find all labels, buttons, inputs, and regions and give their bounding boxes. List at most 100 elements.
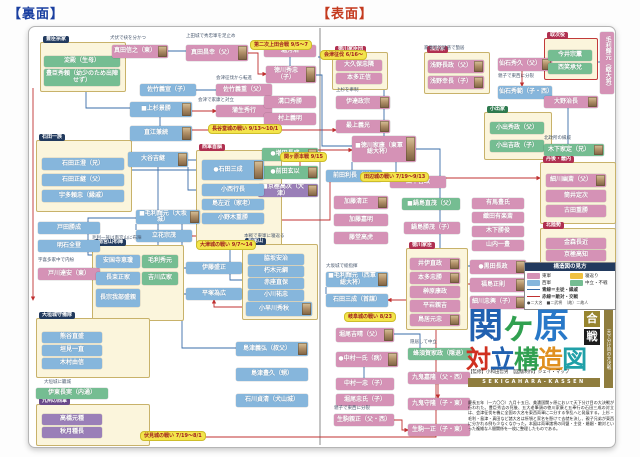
person-name: 堀尾吉晴（父） (338, 330, 381, 338)
person-name: 小早川秀秋 (258, 304, 289, 312)
person-name: 石田正継（父） (61, 175, 104, 183)
person-name: 朽木元綱 (263, 267, 288, 275)
person-name: ●中村一氏（病） (338, 355, 386, 363)
person-box: 石田正継（父） (42, 174, 124, 186)
person-box: 石田三成（首謀） (326, 294, 388, 307)
title-char: 原 (534, 307, 569, 347)
person-name: 筒井定次 (563, 191, 588, 199)
person-box: 石川貞清（犬山城） (236, 394, 308, 407)
person-name: ■毛利輝元（西軍総大将） (328, 272, 376, 286)
legend-items: 東軍寝返り西軍中立・不戦青線＝主従・縁戚赤線＝敵対・交戦 (525, 271, 615, 300)
portrait-thumb (450, 273, 459, 283)
person-box: 平塚為広 (186, 288, 242, 300)
person-box: ●前田玄以 (262, 166, 318, 179)
annotation-note: 親子で東西に分裂 (334, 406, 370, 411)
person-box: 井伊直政 (410, 258, 460, 270)
person-name: 戸川達安（東） (47, 269, 90, 277)
battle-ribbon: 会津征伐 6/16〜 (320, 50, 368, 60)
legend-label: 中立・不戦 (585, 280, 608, 286)
person-box: 熊谷直盛 (42, 332, 102, 343)
person-name: 熊谷直盛 (59, 333, 84, 341)
faction-group-tab: 徳川家臣 (409, 242, 436, 249)
legend-item: 中立・不戦 (570, 279, 613, 286)
person-name: 今井宗薫 (557, 51, 582, 59)
person-box: 山内一豊 (472, 240, 524, 251)
person-name: 京極高知 (563, 251, 588, 259)
legend-item: 寝返り (570, 272, 613, 279)
person-name: 直江兼続 (143, 129, 168, 137)
kassen-badge: 合 (584, 311, 600, 327)
person-name: 西笑承兌 (557, 64, 582, 72)
person-box: 中村一忠（子） (336, 378, 394, 390)
legend-item: 東軍 (527, 272, 570, 279)
person-box: 最上義光 (336, 120, 390, 133)
person-box: 小川祐忠 (248, 290, 304, 301)
person-box: 徳川秀忠（子） (266, 66, 316, 83)
portrait-thumb (378, 273, 387, 286)
battle-ribbon: 田辺城の戦い 7/19〜9/13 (360, 172, 430, 182)
person-box: 垣見一直 (42, 345, 102, 356)
person-box: ■毛利輝元（西軍総大将） (326, 272, 388, 287)
person-box: 小早川秀秋 (246, 302, 312, 316)
person-name: 山内一豊 (485, 241, 510, 249)
person-name: 九鬼嘉隆（父・西） (411, 373, 466, 381)
person-box: 今井宗薫 (548, 50, 592, 61)
faction-group-tab: 南宮山布陣 (95, 239, 127, 246)
person-name: 石川貞清（犬山城） (244, 396, 299, 404)
person-box: 京極高知 (546, 250, 606, 261)
person-box: 福島正則 (470, 278, 526, 292)
person-box: 淀殿（生母） (44, 56, 120, 67)
person-name: 毛利秀元 (147, 257, 172, 265)
person-name: 高橋元種 (59, 415, 84, 423)
faction-group-tab: 西軍首脳 (199, 144, 226, 151)
annotation-note: 上杉を牽制 (336, 88, 359, 93)
person-box: 大野治長 (544, 96, 598, 108)
legend-chip (570, 272, 583, 279)
person-box: 直江兼続 (130, 126, 192, 141)
legend-label: 西軍 (542, 280, 551, 286)
battle-ribbon: 長谷堂城の戦い 9/13〜10/1 (208, 124, 283, 134)
legend-label: 東軍 (542, 273, 551, 279)
person-name: 真田昌幸（父） (190, 48, 233, 56)
person-name: 細川忠興（子） (471, 298, 514, 306)
faction-group-tab: 徳川家臣団 (335, 46, 367, 53)
person-box: 大久保忠隣 (336, 60, 382, 71)
portrait-thumb (450, 315, 459, 325)
person-name: 戸田勝成 (56, 223, 81, 231)
title-line-1: 関ヶ原 (468, 307, 569, 347)
person-box: ■鍋島直茂（父） (402, 198, 460, 210)
portrait-thumb (182, 103, 191, 116)
person-name: 生駒一正（子・東） (411, 425, 466, 433)
person-name: 真田信之（東） (113, 47, 156, 55)
person-name: 有馬豊氏 (485, 199, 510, 207)
portrait-thumb (474, 61, 483, 72)
person-name: 大野治長 (553, 97, 578, 105)
person-name: 佐竹義宣（子） (146, 85, 189, 93)
person-box: 木下家定（兄） (544, 144, 604, 156)
person-box: 石田正澄（兄） (42, 158, 124, 170)
person-name: 平塚為広 (201, 289, 226, 297)
legend-box: 構造図の見方 東軍寝返り西軍中立・不戦青線＝主従・縁戚赤線＝敵対・交戦 ●＝大名… (524, 262, 616, 310)
annotation-note: 隠居して中立 (410, 340, 437, 345)
portrait-thumb (308, 167, 317, 178)
person-name: 小野木重勝 (217, 214, 248, 222)
person-name: 赤座直保 (263, 279, 288, 287)
person-name: 溝口秀勝 (277, 97, 302, 105)
annotation-note: 北政所の縁戚 (544, 136, 571, 141)
faction-group-tab: 北陸勢 (543, 222, 565, 229)
annotation-note: 宇喜多家中で内紛 (38, 258, 74, 263)
faction-group-tab: 取次役 (547, 32, 569, 39)
person-box: 伊藤盛正 (186, 262, 242, 274)
person-name: 大久保忠隣 (343, 61, 374, 69)
person-box: 鍋島勝茂（子） (404, 222, 460, 234)
title-line-2: 対立構造図 (466, 345, 587, 374)
portrait-thumb (302, 303, 311, 315)
person-name: 本多忠勝 (417, 273, 442, 281)
person-box: ●黒田長政 (470, 260, 526, 274)
kassen-badges: 合戦 (584, 311, 600, 347)
person-box: 蜂須賀家政（隠退） (408, 348, 472, 360)
person-box: 浅野長政（父） (428, 60, 484, 73)
title-char: 対 (466, 345, 491, 374)
person-box: 明石全登 (38, 240, 100, 252)
